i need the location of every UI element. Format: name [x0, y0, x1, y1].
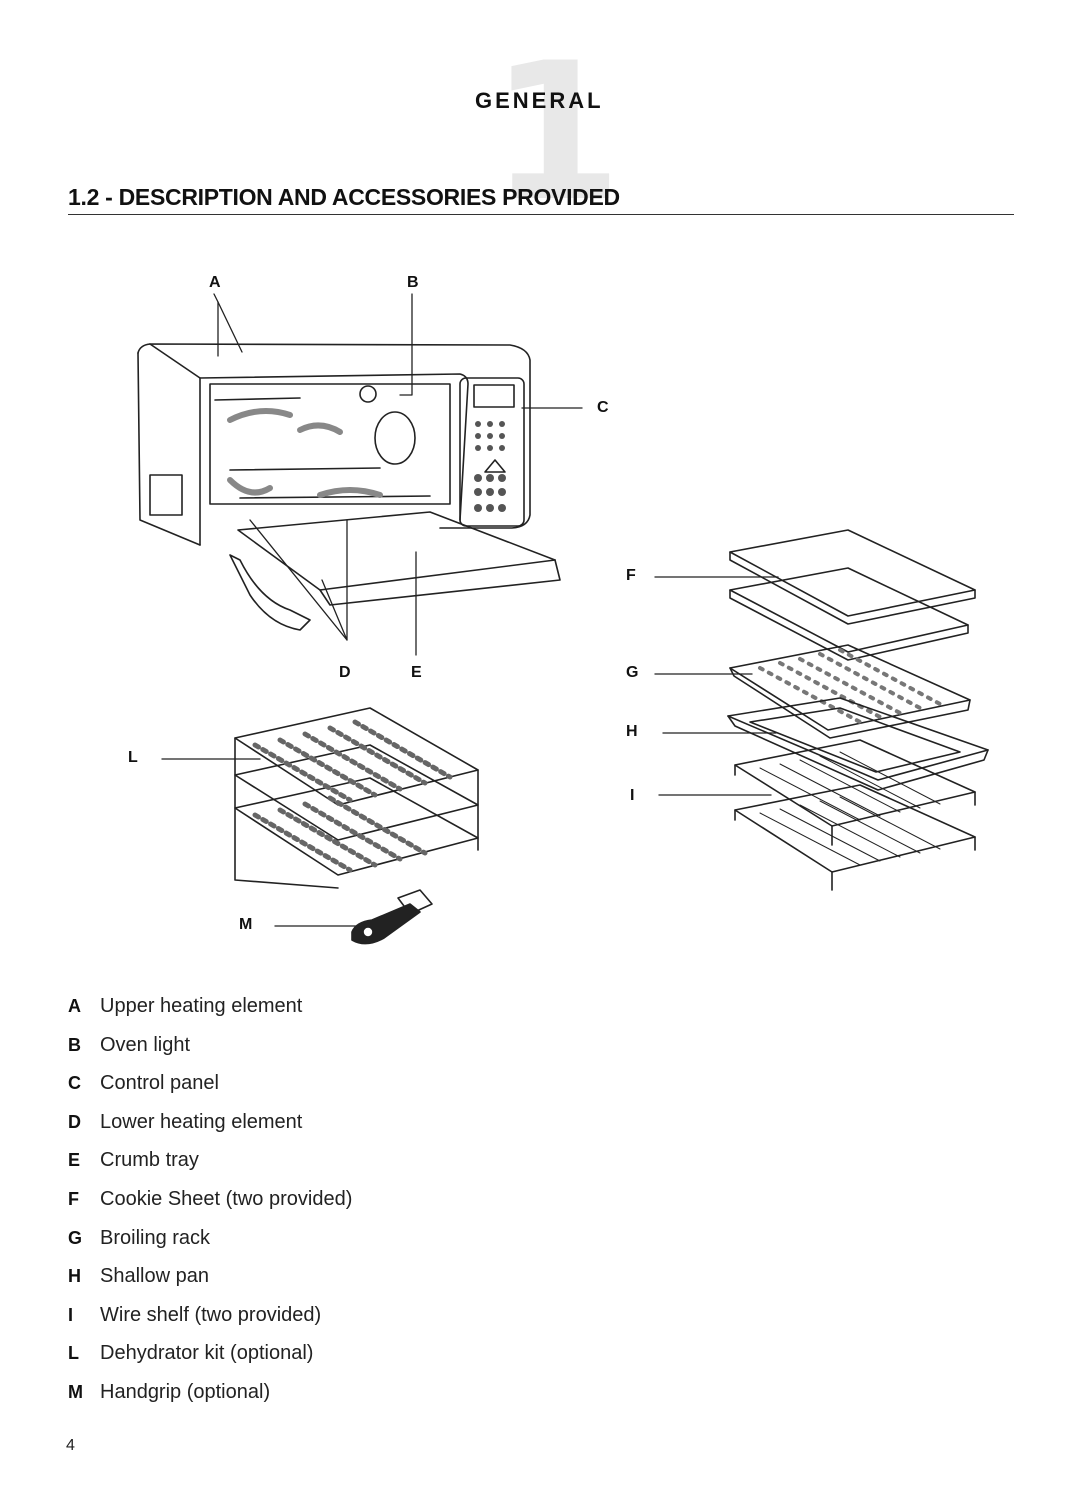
legend-key: E — [68, 1150, 81, 1171]
oven-illustration — [137, 343, 561, 631]
legend-item: L Dehydrator kit (optional) — [68, 1342, 352, 1381]
page-number: 4 — [66, 1437, 75, 1454]
leader-lines — [161, 293, 779, 927]
legend-item: C Control panel — [68, 1072, 352, 1111]
legend-item: E Crumb tray — [68, 1149, 352, 1188]
handgrip-illustration — [351, 889, 433, 945]
legend-item: G Broiling rack — [68, 1227, 352, 1266]
legend-key: B — [68, 1034, 81, 1055]
wire-shelf-illustration — [734, 739, 976, 891]
title-rule — [68, 214, 1014, 215]
legend-item: I Wire shelf (two provided) — [68, 1304, 352, 1343]
legend-label: Oven light — [100, 1033, 191, 1056]
legend-item: A Upper heating element — [68, 995, 352, 1034]
legend-key: L — [68, 1343, 79, 1364]
accessories-diagram — [137, 293, 989, 945]
callout-b: B — [407, 274, 419, 291]
legend-label: Shallow pan — [100, 1265, 209, 1288]
legend-item: H Shallow pan — [68, 1265, 352, 1304]
legend-label: Crumb tray — [100, 1149, 199, 1172]
callout-e: E — [411, 664, 422, 681]
callout-h: H — [626, 723, 638, 740]
chapter-number: 1 — [490, 22, 623, 243]
legend-label: Broiling rack — [100, 1226, 211, 1249]
dehydrator-kit-illustration — [234, 707, 479, 889]
callout-g: G — [626, 664, 639, 681]
legend-list: A Upper heating element B Oven light C Cont… — [68, 995, 352, 1420]
legend-item: D Lower heating element — [68, 1111, 352, 1150]
section-heading: GENERAL — [475, 88, 604, 113]
legend-key: G — [68, 1227, 83, 1248]
callout-c: C — [597, 399, 609, 416]
callout-m: M — [239, 916, 253, 933]
legend-key: I — [68, 1304, 74, 1325]
shallow-pan-illustration — [727, 697, 989, 791]
legend-label: Lower heating element — [100, 1110, 303, 1133]
callout-d: D — [339, 664, 351, 681]
callout-a: A — [209, 274, 221, 291]
legend-key: A — [68, 996, 81, 1016]
legend-item: F Cookie Sheet (two provided) — [68, 1188, 352, 1227]
callout-i: I — [630, 787, 635, 804]
legend-key: C — [68, 1073, 81, 1094]
legend-label: Upper heating element — [100, 995, 303, 1017]
legend-label: Cookie Sheet (two provided) — [100, 1187, 353, 1210]
legend-label: Control panel — [100, 1072, 219, 1095]
legend-key: H — [68, 1266, 81, 1287]
legend-key: D — [68, 1111, 81, 1132]
legend-label: Wire shelf (two provided) — [100, 1303, 322, 1326]
cookie-sheet-illustration — [729, 529, 976, 661]
legend-item: B Oven light — [68, 1034, 352, 1073]
legend-item: M Handgrip (optional) — [68, 1381, 352, 1420]
broiling-rack-illustration — [729, 644, 971, 739]
legend-key: F — [68, 1188, 79, 1209]
legend-label: Handgrip (optional) — [100, 1380, 271, 1403]
page-title: 1.2 - DESCRIPTION AND ACCESSORIES PROVID… — [68, 184, 620, 210]
callout-f: F — [626, 567, 636, 584]
legend-label: Dehydrator kit (optional) — [100, 1342, 314, 1365]
callout-l: L — [128, 749, 138, 766]
legend-key: M — [68, 1381, 83, 1402]
